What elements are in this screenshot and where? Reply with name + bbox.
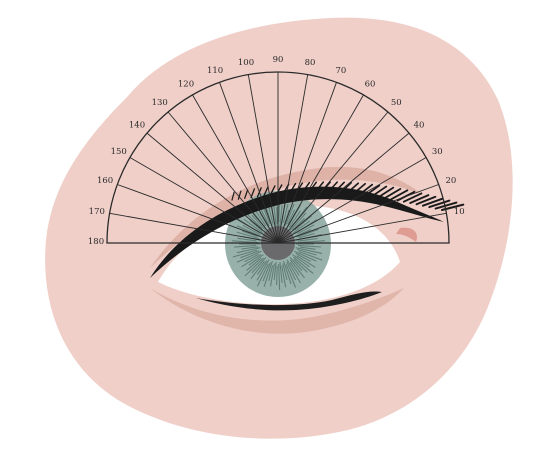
degree-label-20: 20 [445, 176, 456, 186]
degree-label-100: 100 [238, 58, 254, 68]
protractor: 10 20 30 40 50 60 70 80 90 100 110 120 130 140 150 160 1… [88, 55, 465, 247]
upper-eyelashes [231, 181, 465, 211]
degree-label-120: 120 [178, 80, 194, 90]
protractor-outline [106, 71, 450, 244]
degree-label-110: 110 [207, 66, 223, 76]
degree-label-50: 50 [391, 98, 402, 108]
degree-label-90: 90 [273, 55, 284, 65]
protractor-ray-140 [146, 132, 279, 244]
upper-eyeliner [150, 186, 444, 278]
degree-label-160: 160 [97, 176, 113, 186]
protractor-ray-50 [277, 111, 389, 244]
protractor-ray-10 [277, 212, 447, 244]
degree-label-10: 10 [454, 207, 465, 217]
protractor-ray-80 [277, 74, 309, 244]
protractor-ray-160 [117, 184, 279, 244]
protractor-ray-120 [192, 94, 279, 244]
protractor-ray-130 [167, 111, 279, 244]
degree-label-170: 170 [89, 207, 105, 217]
protractor-ray-110 [219, 82, 279, 244]
protractor-ray-100 [247, 74, 279, 244]
protractor-ray-40 [277, 132, 410, 244]
degree-label-130: 130 [152, 98, 168, 108]
degree-label-180: 180 [88, 237, 104, 247]
lid-crease [150, 166, 424, 268]
protractor-ray-60 [277, 94, 364, 244]
lower-lid-shadow [150, 288, 404, 334]
protractor-rays [109, 72, 447, 244]
protractor-ray-150 [129, 157, 279, 244]
degree-label-40: 40 [414, 121, 425, 131]
degree-label-80: 80 [305, 58, 316, 68]
protractor-labels: 10 20 30 40 50 60 70 80 90 100 110 120 130 140 150 160 1… [88, 55, 465, 247]
degree-label-30: 30 [432, 147, 443, 157]
degree-label-70: 70 [335, 66, 346, 76]
protractor-ray-20 [277, 184, 439, 244]
lower-lash-line [196, 291, 382, 311]
protractor-ray-30 [277, 157, 427, 244]
outer-corner-fold [396, 227, 418, 242]
degree-label-150: 150 [111, 147, 127, 157]
degree-label-140: 140 [129, 121, 145, 131]
degree-label-60: 60 [365, 80, 376, 90]
protractor-ray-70 [277, 82, 337, 244]
protractor-ray-170 [109, 212, 279, 244]
